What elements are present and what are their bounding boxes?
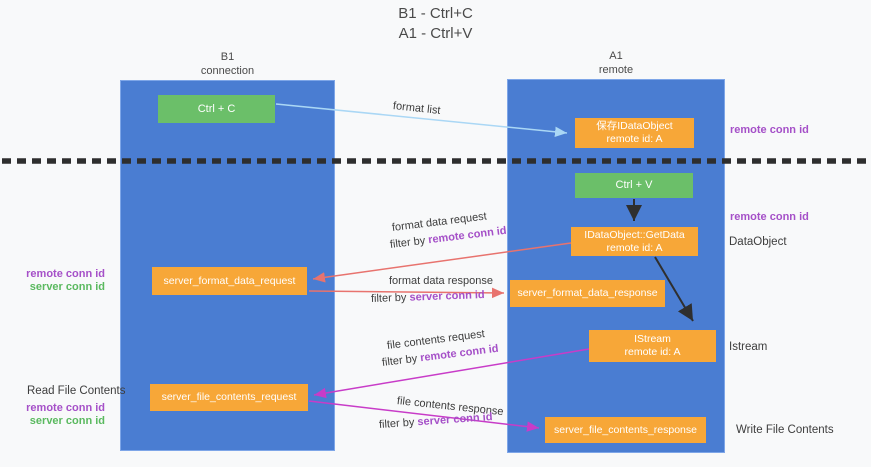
lane-a1-name: A1: [609, 50, 623, 62]
filter-by-text-2: filter by: [370, 291, 410, 305]
node-ctrl-v: Ctrl + V: [575, 173, 693, 198]
node-idataobject-getdata: IDataObject::GetData remote id: A: [571, 227, 698, 256]
node-save-idataobject-line2: remote id: A: [606, 133, 663, 145]
node-server-file-contents-response: server_file_contents_response: [545, 417, 706, 443]
node-istream-line2: remote id: A: [624, 346, 681, 358]
node-ctrl-c-label: Ctrl + C: [197, 102, 236, 115]
node-istream-line1: IStream: [634, 333, 671, 345]
node-server-format-data-response-label: server_format_data_response: [517, 287, 658, 299]
node-getdata-line2: remote id: A: [606, 241, 663, 254]
diagram-title-line1: B1 - Ctrl+C: [398, 5, 473, 22]
arrow-file-contents-request: [313, 348, 590, 399]
node-server-format-data-request-label: server_format_data_request: [163, 274, 296, 287]
node-ctrl-v-label: Ctrl + V: [615, 179, 653, 191]
right-label-dataobject: DataObject: [729, 236, 787, 248]
node-server-file-contents-request: server_file_contents_request: [150, 384, 308, 411]
node-server-file-contents-response-label: server_file_contents_response: [553, 423, 697, 436]
right-label-write-file-contents: Write File Contents: [736, 424, 834, 436]
node-ctrl-c: Ctrl + C: [158, 95, 275, 123]
right-label-remote-conn-id-1: remote conn id: [730, 124, 809, 136]
node-server-format-data-response: server_format_data_response: [510, 280, 665, 307]
diagram-title-line2: A1 - Ctrl+V: [398, 25, 473, 42]
edge-label-format-data-response: format data response: [389, 275, 493, 287]
right-label-remote-conn-id-2: remote conn id: [730, 211, 809, 223]
arrow-format-data-request: [312, 242, 572, 283]
left-label-server-conn-id-bottom: server conn id: [29, 415, 105, 427]
node-getdata-line1: IDataObject::GetData: [584, 228, 685, 241]
node-server-file-contents-request-label: server_file_contents_request: [161, 391, 297, 403]
node-istream: IStream remote id: A: [589, 330, 716, 362]
left-label-server-conn-id-top: server conn id: [29, 281, 105, 293]
lane-b1-name: B1: [220, 51, 235, 63]
node-save-idataobject-line1: 保存IDataObject: [596, 120, 673, 132]
node-save-idataobject: 保存IDataObject remote id: A: [575, 118, 694, 148]
right-label-istream: Istream: [729, 341, 768, 353]
diagram-title: B1 - Ctrl+C A1 - Ctrl+V: [0, 4, 871, 44]
lane-b1-role: connection: [200, 65, 255, 77]
lane-header-b1: B1 connection: [120, 50, 335, 78]
arrow-getdata-to-istream: [654, 256, 694, 322]
arrow-format-list: [275, 103, 568, 138]
left-label-remote-conn-id-bottom: remote conn id: [26, 402, 105, 414]
left-label-remote-conn-id-top: remote conn id: [26, 268, 105, 280]
arrow-format-data-response: [308, 287, 505, 299]
arrow-file-contents-response: [308, 400, 540, 432]
node-server-format-data-request: server_format_data_request: [152, 267, 307, 295]
left-label-read-file-contents: Read File Contents: [27, 385, 126, 397]
lane-a1-role: remote: [598, 64, 634, 76]
lane-header-a1: A1 remote: [507, 49, 725, 77]
